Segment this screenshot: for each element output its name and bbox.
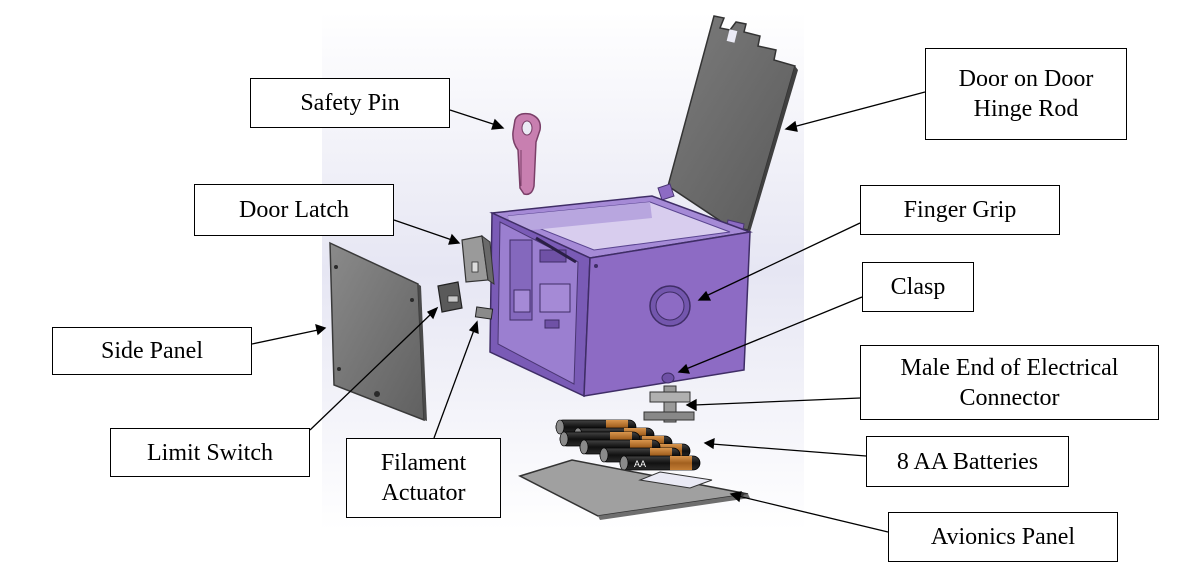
label-male-end-connector: Male End of Electrical Connector [860, 345, 1159, 420]
label-filament-actuator-line-2: Actuator [381, 480, 466, 506]
door-latch-part [461, 234, 495, 285]
label-door-latch: Door Latch [194, 184, 394, 236]
electrical-connector-part [643, 385, 695, 423]
label-safety-pin: Safety Pin [250, 78, 450, 128]
limit-switch-part [437, 281, 463, 313]
label-door-hinge-line-2: Hinge Rod [973, 96, 1079, 122]
label-clasp-text: Clasp [890, 274, 946, 300]
label-finger-grip: Finger Grip [860, 185, 1060, 235]
leader-lines [251, 91, 926, 533]
aa-battery [619, 455, 701, 471]
housing-part [489, 195, 753, 398]
label-side-panel: Side Panel [52, 327, 252, 375]
label-side-panel-text: Side Panel [101, 338, 203, 364]
avionics-panel-part [518, 459, 750, 520]
label-clasp: Clasp [862, 262, 974, 312]
label-filament-actuator-line-1: Filament [380, 450, 467, 476]
battery-aa-marking: AA [634, 459, 646, 469]
label-door-hinge-line-1: Door on Door [958, 66, 1094, 92]
safety-pin-part [512, 112, 542, 196]
label-avionics-panel: Avionics Panel [888, 512, 1118, 562]
label-limit-switch-text: Limit Switch [147, 439, 273, 466]
label-avionics-panel-text: Avionics Panel [930, 524, 1076, 550]
side-panel-part [329, 241, 427, 422]
label-finger-grip-text: Finger Grip [903, 197, 1017, 223]
battery-pack-part: AA [555, 419, 701, 471]
label-male-end-line-2: Connector [959, 384, 1060, 411]
label-limit-switch: Limit Switch [110, 428, 310, 477]
label-safety-pin-text: Safety Pin [300, 90, 400, 116]
label-filament-actuator: Filament Actuator [346, 438, 501, 518]
label-door-on-door-hinge-rod: Door on Door Hinge Rod [925, 48, 1127, 140]
label-male-end-line-1: Male End of Electrical [900, 354, 1119, 381]
label-door-latch-text: Door Latch [239, 197, 349, 223]
label-batteries-text: 8 AA Batteries [896, 448, 1039, 475]
label-batteries: 8 AA Batteries [866, 436, 1069, 487]
filament-actuator-part [474, 306, 494, 320]
